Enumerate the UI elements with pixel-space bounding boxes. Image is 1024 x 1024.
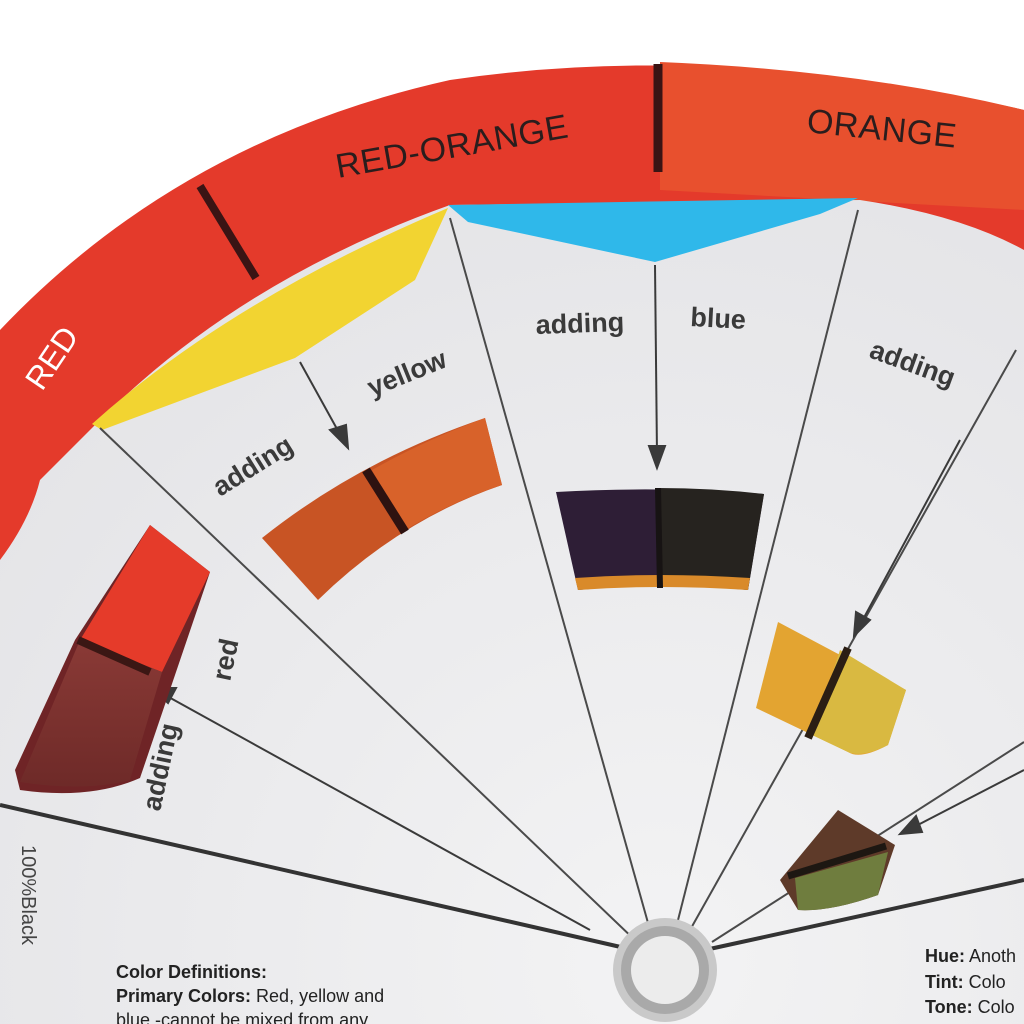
tint-definition: Tint: Colo: [925, 972, 1006, 992]
definitions-heading: Color Definitions:: [116, 962, 267, 982]
arrows: [149, 264, 1024, 931]
hue-definition: Hue: Anoth: [925, 946, 1016, 966]
label-blue: blue: [690, 302, 747, 335]
primary-colors-label: Primary Colors:: [116, 986, 251, 1006]
blue-tab: [448, 198, 858, 262]
primary-colors-text: Red, yellow and: [251, 986, 384, 1006]
yellow-tab: [92, 208, 448, 430]
swatch-orange-window: [756, 622, 906, 755]
ring-divider: [196, 183, 260, 281]
swatch-blue-window: [556, 487, 764, 590]
label-100-black: 100%Black: [17, 845, 39, 946]
definitions-primary: Primary Colors: Red, yellow and: [116, 986, 384, 1006]
black-divider-right: [704, 878, 1024, 952]
inner-disc: [0, 200, 1024, 1024]
label-adding-blue: adding: [535, 307, 624, 340]
tone-definition: Tone: Colo: [925, 997, 1015, 1017]
black-divider-left: [0, 803, 626, 950]
center-eyelet: [613, 918, 717, 1022]
swatch-yellow-window: [262, 418, 502, 600]
swatch-red-window: [15, 525, 210, 794]
definitions-primary-line2: blue -cannot be mixed from any: [116, 1010, 368, 1024]
swatch-green-window: [780, 810, 895, 911]
orange-segment: [660, 62, 1024, 210]
